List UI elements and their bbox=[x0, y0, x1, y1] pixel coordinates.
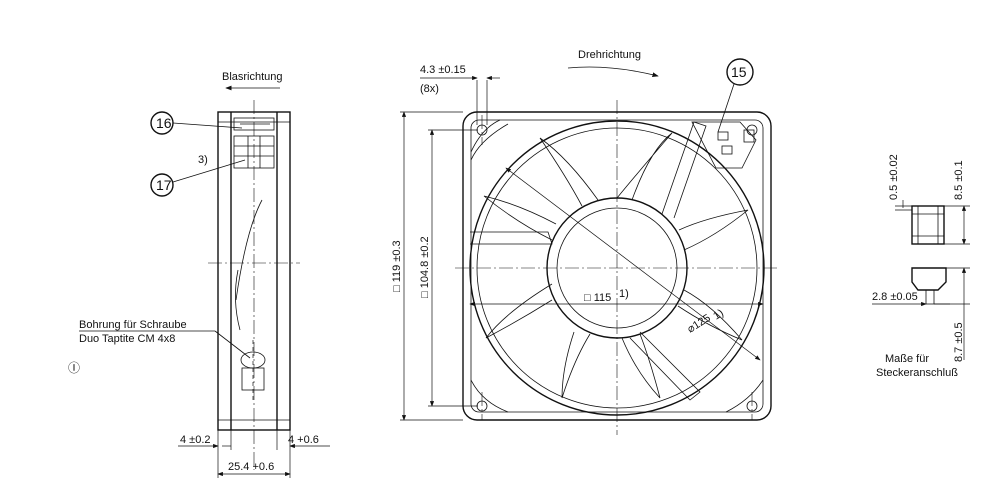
screw-hole-note-line2: Duo Taptite CM 4x8 bbox=[79, 333, 175, 345]
mount-hole-tr bbox=[746, 124, 758, 136]
dim-right-flange: 4 +0.6 bbox=[288, 434, 319, 446]
callout-17-leader bbox=[172, 159, 246, 183]
dim-left-flange: 4 ±0.2 bbox=[180, 434, 211, 446]
connector-view: 0.5 ±0.02 8.5 ±0.1 2.8 ±0.05 8.7 ±0.5 Ma… bbox=[872, 154, 970, 379]
dim-diameter: ⌀125 bbox=[685, 312, 713, 335]
dim-height-top: 8.5 ±0.1 bbox=[953, 160, 965, 200]
callout-17-circle bbox=[150, 173, 174, 197]
corner-ribs bbox=[470, 119, 764, 413]
connector-pin-head bbox=[911, 267, 947, 291]
callout-15-circle bbox=[726, 58, 754, 86]
label-region bbox=[691, 121, 757, 169]
dim-height-bottom: 8.7 ±0.5 bbox=[953, 322, 965, 362]
note-inner-square: 1) bbox=[619, 288, 629, 300]
diameter-line bbox=[505, 167, 761, 361]
connector-top-block bbox=[911, 205, 945, 245]
dim-hole: 4.3 ±0.15 bbox=[420, 64, 466, 76]
side-blade-edge bbox=[235, 199, 263, 301]
side-view: Blasrichtung 16 17 3) bbox=[68, 71, 330, 478]
callout-16-number: 16 bbox=[156, 115, 172, 131]
fan-blades bbox=[483, 132, 749, 399]
rotation-arrow bbox=[567, 66, 659, 77]
dim-hole-count: (8x) bbox=[420, 83, 439, 95]
dim-hole-spacing: □ 104.8 ±0.2 bbox=[419, 236, 431, 298]
rotation-label: Drehrichtung bbox=[578, 49, 641, 61]
marker-symbol: Ⓘ bbox=[68, 361, 80, 375]
callout-15-number: 15 bbox=[731, 64, 747, 80]
blow-direction-label: Blasrichtung bbox=[222, 71, 283, 83]
screw-hole-note-line1: Bohrung für Schraube bbox=[79, 319, 187, 331]
dim-inner-square: □ 115 bbox=[584, 292, 611, 304]
dim-depth: 25.4 +0.6 bbox=[228, 461, 274, 473]
callout-17-number: 17 bbox=[156, 177, 172, 193]
connector-caption-line2: Steckeranschluß bbox=[876, 367, 958, 379]
connector-caption-line1: Maße für bbox=[885, 353, 929, 365]
connector-pin-shank bbox=[925, 289, 935, 305]
struts bbox=[470, 121, 707, 401]
dim-outer: □ 119 ±0.3 bbox=[391, 240, 403, 292]
dim-thickness: 0.5 ±0.02 bbox=[888, 154, 900, 200]
callout-16-leader bbox=[172, 122, 243, 129]
note-3: 3) bbox=[198, 154, 208, 166]
callout-15-leader bbox=[717, 83, 735, 133]
dim-width: 2.8 ±0.05 bbox=[872, 291, 918, 303]
screw-hole-leader bbox=[214, 330, 251, 359]
front-view: ⌀125 1) □ 115 1) □ 119 ±0.3 □ 104.8 ±0.2… bbox=[391, 49, 780, 435]
